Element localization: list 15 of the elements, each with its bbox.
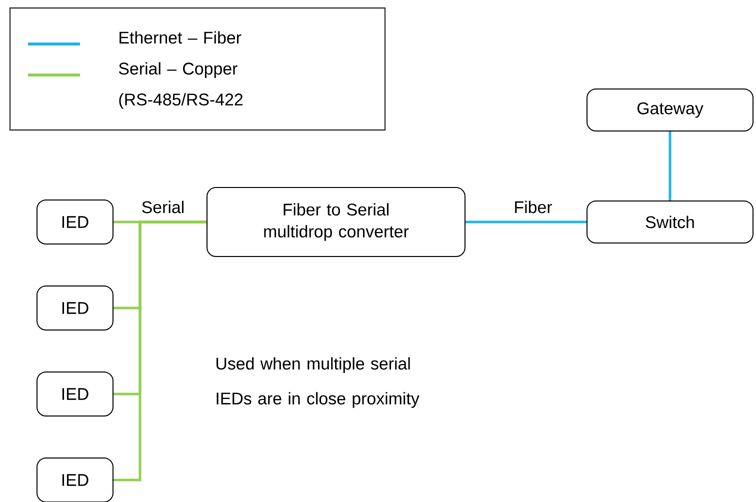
edge-label: Fiber [515,200,552,214]
device-box: IED [36,372,114,416]
edge-label: Serial [142,200,184,214]
note-text: Used when multiple serial IEDs are in close proximity [216,357,420,408]
cable-line [466,220,586,224]
legend-text: Ethernet – Fiber [120,31,242,44]
converter-box: Fiber to Serial multidrop converter [206,187,466,257]
cable-line [114,220,206,482]
device-box: IED [36,458,114,502]
device-box: Gateway [586,88,754,132]
device-box: IED [36,286,114,330]
cable-line [668,132,672,200]
device-box: IED [36,200,114,244]
legend-text: Serial – Copper (RS-485/RS-422 [118,62,243,109]
device-box: Switch [586,200,754,244]
